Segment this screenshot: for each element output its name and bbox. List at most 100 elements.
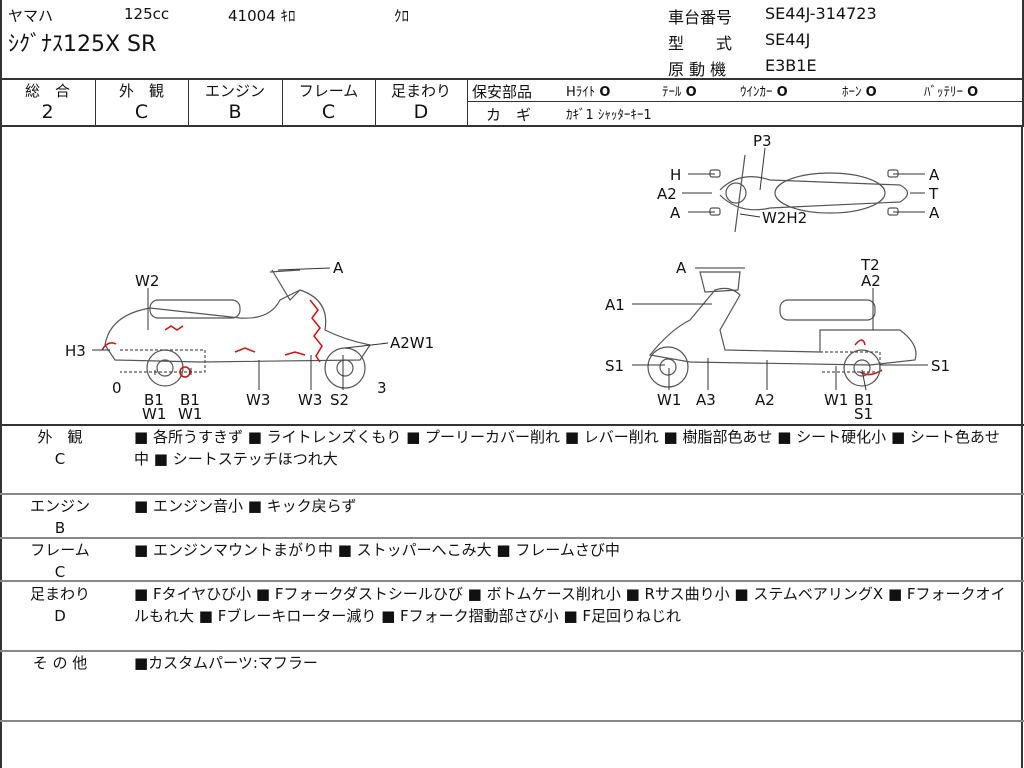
comment-text-suspension: ■ Fタイヤひび小 ■ Fフォークダストシールひび ■ ボトムケース削れ小 ■ … <box>134 585 1006 625</box>
frame-no-label: 車台番号 <box>668 8 733 27</box>
scooter-left-view <box>104 269 371 389</box>
key-value: ｶｷﾞ1 ｼｬｯﾀｰｷｰ1 <box>566 108 652 123</box>
grade-label-exterior: 外 観 <box>118 82 164 100</box>
grade-value-suspension: D <box>413 101 429 123</box>
diagram-label: S1 <box>854 405 873 423</box>
border-left <box>0 126 2 768</box>
damage-marks <box>101 299 883 378</box>
divider <box>95 78 96 127</box>
divider <box>188 78 189 127</box>
comment-text-exterior: ■ 各所うすきず ■ ライトレンズくもり ■ プーリーカバー削れ ■ レバー削れ… <box>134 428 1000 468</box>
diagram-label: A3 <box>696 391 716 409</box>
divider <box>467 78 468 127</box>
diagram-label: H <box>670 166 681 184</box>
comment-category: フレーム <box>30 541 90 559</box>
diagram-label: H3 <box>65 342 86 360</box>
diagram-label: W2 <box>135 272 159 290</box>
grade-label-frame: フレーム <box>298 82 359 100</box>
type-label: 型 式 <box>668 34 733 53</box>
safety-item-status: O <box>967 85 979 100</box>
key-label: カ ギ <box>486 106 532 124</box>
safety-item-status: O <box>599 85 611 100</box>
safety-item-status: O <box>776 85 788 100</box>
diagram-label: W3 <box>298 391 322 409</box>
divider <box>0 537 1024 539</box>
diagram-label: S2 <box>330 391 349 409</box>
engine-label: 原 動 機 <box>668 60 727 79</box>
grade-label-suspension: 足まわり <box>390 82 451 100</box>
type: SE44J <box>765 30 811 49</box>
diagram-label: A <box>929 204 940 222</box>
model-name: ｼｸﾞﾅｽ125X SR <box>8 32 157 57</box>
diagram-label: W1 <box>824 391 848 409</box>
displacement: 125cc <box>124 5 170 23</box>
safety-item-status: O <box>685 85 697 100</box>
diagram-label: T2 <box>860 256 880 274</box>
diagram-label: W1 <box>178 405 202 423</box>
divider <box>0 720 1024 722</box>
comment-category: そ の 他 <box>32 654 88 672</box>
frame-no: SE44J-314723 <box>765 4 877 23</box>
diagram-label: W3 <box>246 391 270 409</box>
divider <box>0 424 1024 426</box>
divider <box>0 580 1024 582</box>
diagram-label: A2 <box>861 272 881 290</box>
diagram-labels: W2 A H3 A2W1 0 B1 W1 B1 W1 W3 W3 S2 3 P3… <box>65 132 950 423</box>
diagram-label: B1 <box>144 391 164 409</box>
safety-item-name: ﾊﾞｯﾃﾘｰ <box>924 85 963 100</box>
diagram-label: B1 <box>180 391 200 409</box>
comment-category: 外 観 <box>37 428 83 446</box>
comment-category: エンジン <box>29 497 90 515</box>
grade-label-overall: 総 合 <box>24 82 70 100</box>
diagram-label: W2H2 <box>762 209 807 227</box>
diagram-label: 3 <box>377 379 387 397</box>
comment-text-frame: ■ エンジンマウントまがり中 ■ ストッパーへこみ大 ■ フレームさび中 <box>134 541 620 559</box>
diagram-label: A2 <box>657 185 677 203</box>
safety-item-name: ｳｲﾝｶｰ <box>740 85 773 100</box>
diagram-label: A2W1 <box>390 334 434 352</box>
grade-table <box>0 78 1024 127</box>
divider <box>0 650 1024 652</box>
safety-item-winker: ｳｲﾝｶｰ O <box>740 81 788 100</box>
safety-item-battery: ﾊﾞｯﾃﾘｰ O <box>924 81 978 100</box>
comment-grade: C <box>54 450 66 468</box>
safety-item-tail: ﾃｰﾙ O <box>662 81 697 100</box>
diagram-label: A <box>676 259 687 277</box>
comment-text-engine: ■ エンジン音小 ■ キック戻らず <box>134 497 357 515</box>
mileage: 41004 ｷﾛ <box>228 7 296 25</box>
safety-item-name: ﾎｰﾝ <box>842 85 862 100</box>
comment-grade: D <box>54 607 66 625</box>
color: ｸﾛ <box>394 7 410 25</box>
grade-label-engine: エンジン <box>204 82 265 100</box>
safety-item-horn: ﾎｰﾝ O <box>842 81 877 100</box>
diagram-label: B1 <box>854 391 874 409</box>
safety-item-name: Hﾗｲﾄ <box>566 85 596 100</box>
diagram-label: T <box>928 185 939 203</box>
header-box <box>0 0 1024 80</box>
diagram-label: W1 <box>142 405 166 423</box>
border-right <box>1021 126 1023 768</box>
damage-diagram: W2 A H3 A2W1 0 B1 W1 B1 W1 W3 W3 S2 3 P3… <box>65 132 950 423</box>
maker: ヤマハ <box>8 7 54 25</box>
diagram-label: A <box>670 204 681 222</box>
comment-label-engine: エンジン B <box>20 495 100 539</box>
diagram-label: S1 <box>931 357 950 375</box>
safety-item-headlight: Hﾗｲﾄ O <box>566 81 610 100</box>
diagram-label: S1 <box>605 357 624 375</box>
diagram-label: A <box>333 259 344 277</box>
leader-lines <box>92 147 928 391</box>
scooter-right-view <box>647 271 917 388</box>
divider <box>375 78 376 127</box>
comment-grade: B <box>54 519 66 537</box>
diagram-label: 0 <box>112 379 122 397</box>
safety-item-name: ﾃｰﾙ <box>662 85 682 100</box>
engine: E3B1E <box>765 56 817 75</box>
scooter-top-view <box>709 154 909 233</box>
safety-label: 保安部品 <box>472 83 533 101</box>
diagram-label: A2 <box>755 391 775 409</box>
diagram-label: A <box>929 166 940 184</box>
grade-value-overall: 2 <box>41 101 54 123</box>
grade-value-engine: B <box>228 101 242 123</box>
